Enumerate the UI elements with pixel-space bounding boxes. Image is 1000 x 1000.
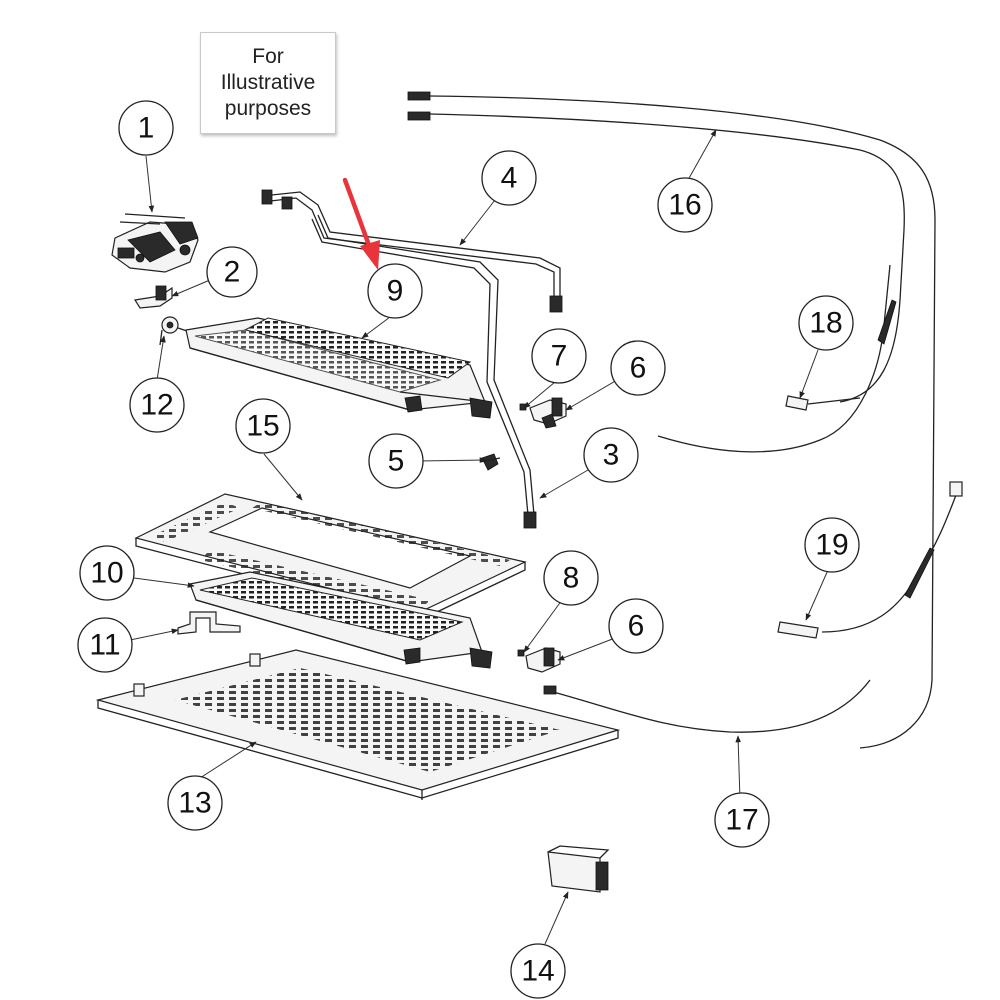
callout-label: 6 <box>630 352 647 385</box>
part-18-sensor <box>657 264 897 453</box>
part-9-upper-burner <box>185 317 493 419</box>
callout-label: 8 <box>563 562 580 595</box>
callout-label: 17 <box>725 804 758 837</box>
callout-label: 18 <box>809 307 842 340</box>
callout-label: 13 <box>178 787 211 820</box>
part-5-fastener <box>479 453 501 471</box>
callout-label: 4 <box>501 162 518 195</box>
part-10-lower-burner <box>189 571 493 669</box>
part-11-bracket <box>177 611 241 635</box>
callout-6-lower: 6 <box>608 598 664 654</box>
note-line: For <box>252 45 284 68</box>
callout-label: 19 <box>815 529 848 562</box>
callout-label: 9 <box>387 275 404 308</box>
callout-label: 5 <box>388 445 405 478</box>
callout-label: 15 <box>246 410 279 443</box>
callout-label: 2 <box>224 256 241 289</box>
callout-label: 12 <box>140 389 173 422</box>
part-6-bracket-upper <box>529 397 567 429</box>
callout-19: 19 <box>804 517 860 573</box>
callout-15: 15 <box>235 398 291 454</box>
callout-label: 6 <box>628 610 645 643</box>
part-16-wire <box>407 91 936 749</box>
leader-lines <box>129 129 829 945</box>
highlight-arrow <box>342 177 380 270</box>
callout-14: 14 <box>510 943 566 999</box>
callout-3: 3 <box>583 427 639 483</box>
callout-5: 5 <box>368 433 424 489</box>
part-2-bracket <box>134 285 173 309</box>
part-19-sensor <box>777 481 963 639</box>
part-14-control-module <box>547 845 610 893</box>
callout-label: 16 <box>668 189 701 222</box>
note-line: purposes <box>224 97 312 120</box>
callout-label: 3 <box>603 439 620 472</box>
callout-label: 10 <box>90 557 123 590</box>
callout-label: 14 <box>521 955 554 988</box>
callout-12: 12 <box>129 377 185 433</box>
callout-13: 13 <box>167 775 223 831</box>
callout-label: 1 <box>138 112 155 145</box>
callout-2: 2 <box>206 246 258 298</box>
part-13-base-plate <box>95 649 621 800</box>
part-17-wire <box>543 679 871 733</box>
callout-10: 10 <box>79 545 135 601</box>
callout-1: 1 <box>118 100 174 156</box>
callout-label: 7 <box>551 340 568 373</box>
callout-11: 11 <box>77 617 133 673</box>
part-6-bracket-lower <box>525 647 561 673</box>
illustrative-note: For Illustrative purposes <box>200 32 336 134</box>
note-line: Illustrative <box>220 71 316 94</box>
callout-18: 18 <box>798 295 854 351</box>
part-15-frame <box>134 493 527 621</box>
callout-16: 16 <box>657 177 713 233</box>
part-4-gas-tube <box>261 189 563 313</box>
callout-4: 4 <box>481 150 537 206</box>
part-12-electrode <box>159 316 191 346</box>
part-1-gas-valve <box>111 213 199 273</box>
callout-7: 7 <box>531 328 587 384</box>
callout-17: 17 <box>714 792 770 848</box>
callout-6-upper: 6 <box>610 340 666 396</box>
callout-label: 11 <box>89 629 120 662</box>
callout-8: 8 <box>543 550 599 606</box>
part-3-gas-tube <box>311 214 537 529</box>
callout-9: 9 <box>367 263 423 319</box>
part-8-screw <box>517 649 525 657</box>
